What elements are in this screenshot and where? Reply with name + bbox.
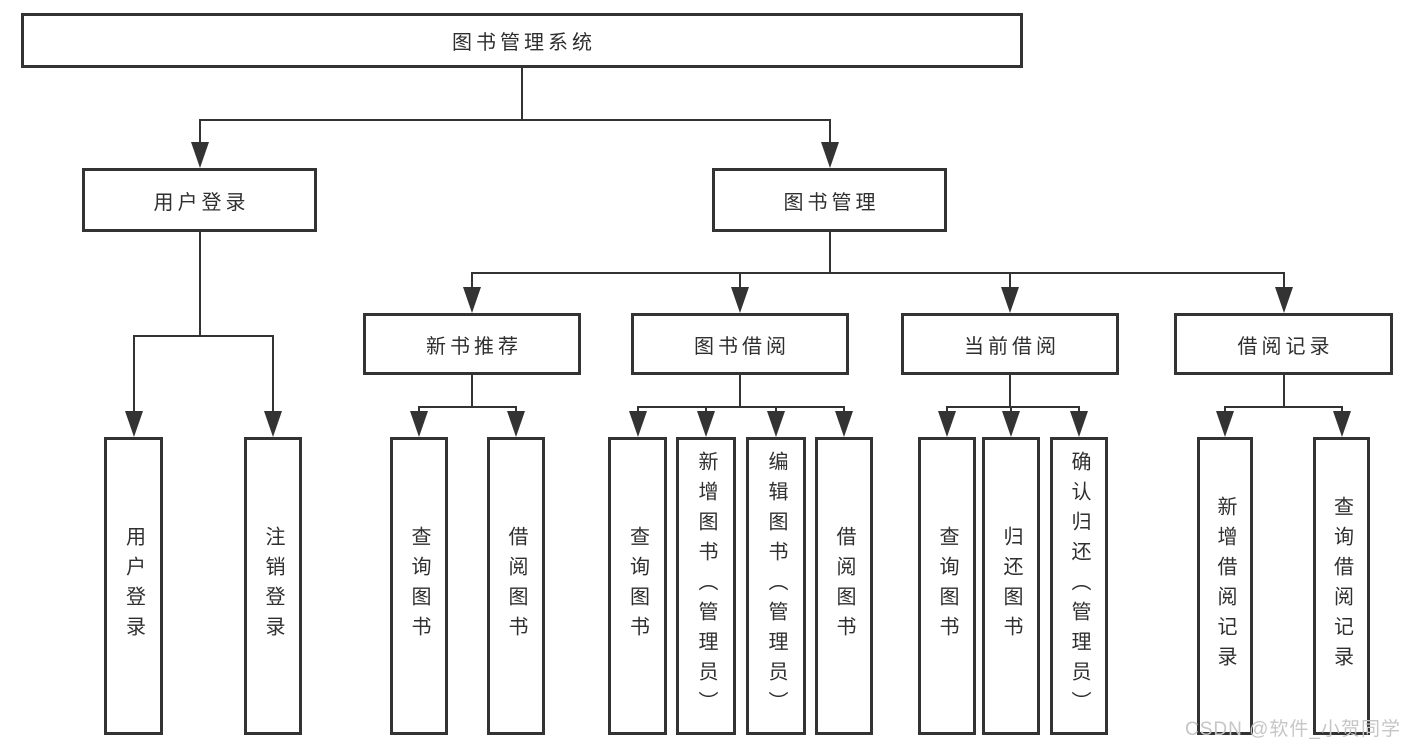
- connector-line: [1282, 375, 1285, 407]
- node-label-logout-leaf: 注销登录: [262, 526, 284, 646]
- arrowhead-icon: [697, 411, 715, 437]
- connector-line: [198, 119, 831, 121]
- connector-line: [418, 406, 517, 408]
- arrowhead-icon: [410, 411, 428, 437]
- connector-line: [132, 335, 274, 337]
- node-label-user-login: 用户登录: [153, 191, 250, 214]
- node-current-borrow: 当前借阅: [901, 313, 1119, 375]
- node-nbr-query: 查询图书: [390, 437, 448, 735]
- node-cb-return: 归还图书: [982, 437, 1040, 735]
- connector-line: [471, 273, 473, 293]
- connector-line: [471, 272, 1285, 274]
- csdn-watermark: CSDN @软件_小贺同学: [1185, 719, 1401, 740]
- connector-line: [1282, 273, 1285, 293]
- connector-line: [828, 120, 831, 148]
- node-label-bb-edit: 编辑图书（管理员）: [765, 451, 787, 721]
- node-label-nbr-borrow: 借阅图书: [505, 526, 527, 646]
- arrowhead-icon: [1216, 411, 1234, 437]
- node-bb-borrow: 借阅图书: [815, 437, 873, 735]
- node-cb-query: 查询图书: [918, 437, 976, 735]
- connector-line: [272, 336, 274, 417]
- arrowhead-icon: [190, 142, 209, 168]
- node-bb-query: 查询图书: [608, 437, 667, 735]
- connector-line: [521, 68, 523, 120]
- arrowhead-icon: [835, 411, 853, 437]
- node-cb-confirm: 确认归还（管理员）: [1050, 437, 1108, 735]
- node-login-leaf: 用户登录: [104, 437, 163, 735]
- arrowhead-icon: [124, 411, 143, 437]
- node-nbr-borrow: 借阅图书: [487, 437, 545, 735]
- node-label-new-book-rec: 新书推荐: [426, 335, 522, 358]
- node-bb-edit: 编辑图书（管理员）: [746, 437, 806, 735]
- arrowhead-icon: [628, 411, 647, 437]
- node-label-cb-confirm: 确认归还（管理员）: [1068, 451, 1090, 721]
- node-label-bb-add: 新增图书（管理员）: [695, 451, 717, 721]
- node-user-login: 用户登录: [82, 168, 317, 232]
- arrowhead-icon: [264, 411, 282, 437]
- connector-line: [636, 406, 845, 408]
- node-book-borrow: 图书借阅: [631, 313, 849, 375]
- connector-line: [1009, 273, 1011, 293]
- connector-line: [739, 273, 741, 293]
- node-label-bb-query: 查询图书: [626, 526, 649, 646]
- arrowhead-icon: [1070, 411, 1088, 437]
- node-new-book-rec: 新书推荐: [363, 313, 581, 375]
- connector-line: [828, 232, 831, 273]
- node-label-root: 图书管理系统: [452, 32, 596, 54]
- node-bb-add: 新增图书（管理员）: [676, 437, 736, 735]
- node-root: 图书管理系统: [21, 13, 1023, 68]
- connector-line: [1009, 375, 1011, 407]
- connector-line: [198, 232, 201, 336]
- arrowhead-icon: [1001, 287, 1019, 313]
- node-label-login-leaf: 用户登录: [122, 526, 145, 646]
- node-label-book-borrow: 图书借阅: [694, 335, 790, 358]
- arrowhead-icon: [820, 142, 839, 168]
- node-label-borrow-records: 借阅记录: [1237, 335, 1334, 358]
- arrowhead-icon: [1332, 411, 1351, 437]
- node-label-current-borrow: 当前借阅: [964, 335, 1060, 358]
- node-label-bb-borrow: 借阅图书: [833, 526, 855, 646]
- node-label-book-mgmt: 图书管理: [783, 191, 880, 214]
- arrowhead-icon: [1002, 411, 1020, 437]
- arrowhead-icon: [507, 411, 525, 437]
- node-label-nbr-query: 查询图书: [408, 526, 430, 646]
- connector-line: [198, 120, 201, 148]
- node-borrow-records: 借阅记录: [1174, 313, 1393, 375]
- node-label-br-add: 新增借阅记录: [1214, 496, 1236, 676]
- node-label-cb-return: 归还图书: [1000, 526, 1022, 646]
- arrowhead-icon: [938, 411, 956, 437]
- connector-line: [946, 406, 1080, 408]
- node-label-br-query: 查询借阅记录: [1330, 496, 1353, 676]
- arrowhead-icon: [463, 287, 481, 313]
- node-br-query: 查询借阅记录: [1313, 437, 1370, 735]
- connector-line: [471, 375, 473, 407]
- node-br-add: 新增借阅记录: [1197, 437, 1253, 735]
- connector-line: [1224, 406, 1343, 408]
- connector-line: [739, 375, 741, 407]
- node-book-mgmt: 图书管理: [712, 168, 947, 232]
- arrowhead-icon: [767, 411, 785, 437]
- node-label-cb-query: 查询图书: [936, 526, 958, 646]
- arrowhead-icon: [1274, 287, 1293, 313]
- arrowhead-icon: [731, 287, 749, 313]
- node-logout-leaf: 注销登录: [244, 437, 302, 735]
- connector-line: [132, 336, 135, 417]
